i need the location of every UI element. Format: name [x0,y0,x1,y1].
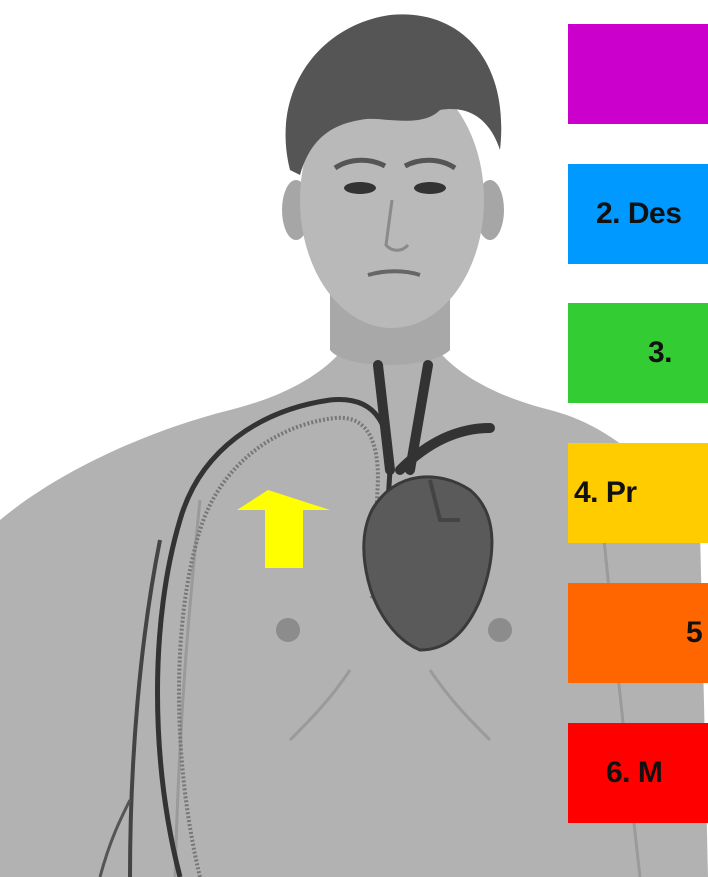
step-box-3: 3. [568,303,708,403]
left-nipple [276,618,300,642]
right-nipple [488,618,512,642]
step-box-5: 5 [568,583,708,683]
step-box-2: 2. Des [568,164,708,264]
step-label-5: 5 [686,583,702,683]
step-box-6: 6. M [568,723,708,823]
right-eye [414,182,446,194]
step-label-6: 6. M [606,723,662,823]
step-box-4: 4. Pr [568,443,708,543]
left-eye [344,182,376,194]
step-label-3: 3. [648,303,672,403]
step-box-1 [568,24,708,124]
step-label-2: 2. Des [596,164,681,264]
step-label-4: 4. Pr [574,443,637,543]
